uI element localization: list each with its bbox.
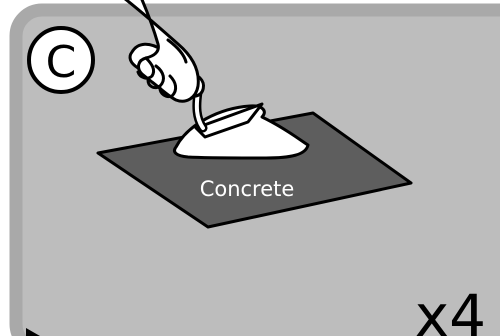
slab-label: Concrete <box>200 177 295 201</box>
step-badge: C <box>29 28 93 92</box>
quantity-multiplier: x4 <box>415 282 486 336</box>
step-letter: C <box>46 37 77 88</box>
